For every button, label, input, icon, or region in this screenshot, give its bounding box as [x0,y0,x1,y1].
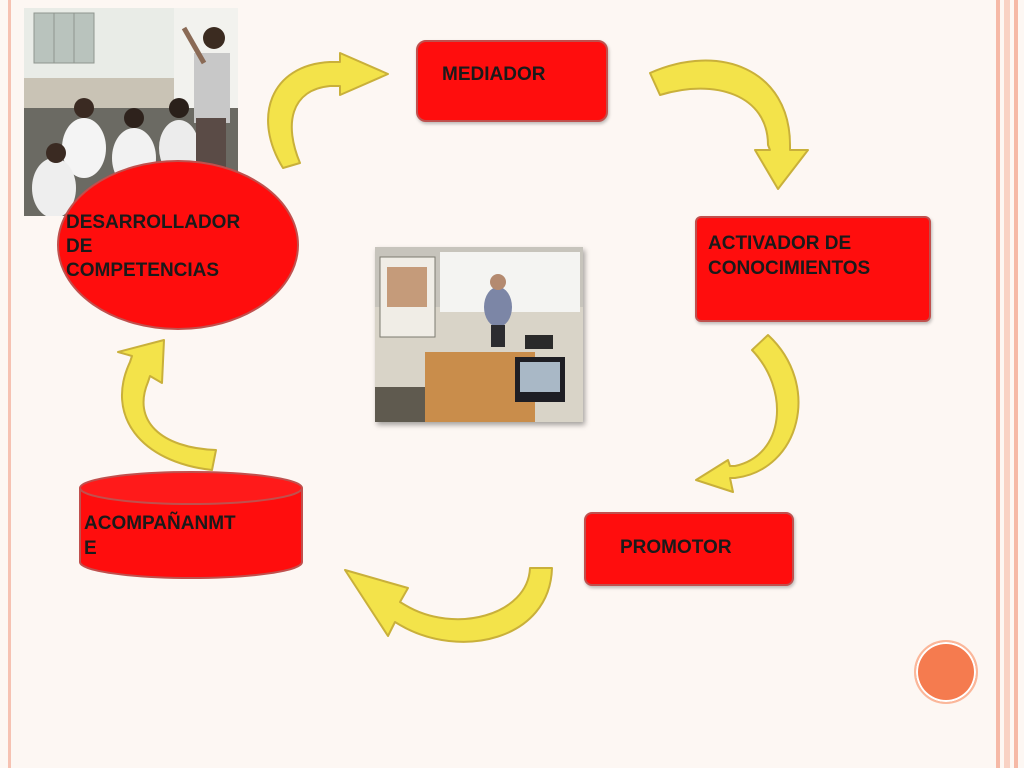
node-mediador [416,40,608,122]
label-activador-line2: CONOCIMIENTOS [708,257,871,279]
node-activador [695,216,931,322]
label-acompanamiento: ACOMPAÑANMT E [84,512,236,561]
right-edge-stripe-inner [1014,0,1018,768]
label-desarrollador-line3: COMPETENCIAS [66,260,220,282]
presentation-photo [375,247,583,422]
arrow-to-desarrollador [117,339,217,471]
label-activador: ACTIVADOR DE CONOCIMIENTOS [708,232,870,281]
arrow-to-acompanamiento [344,567,553,643]
label-acompanamiento-line2: E [84,537,97,559]
label-promotor: PROMOTOR [620,537,732,558]
accent-dot [914,640,978,704]
arrow-to-mediador [267,52,389,169]
label-activador-line1: ACTIVADOR DE [708,233,852,254]
arrow-to-promotor [695,334,800,493]
arrow-to-activador [649,59,809,190]
label-acompanamiento-line1: ACOMPAÑANMT [84,513,236,534]
label-desarrollador: DESARROLLADOR DE COMPETENCIAS [66,211,240,283]
left-edge-stripe [8,0,11,768]
right-edge-stripe-outer [996,0,1000,768]
right-edge-stripe-mid [1004,0,1010,768]
label-desarrollador-line2: DE [66,236,93,258]
label-mediador: MEDIADOR [442,64,546,85]
label-desarrollador-line1: DESARROLLADOR [66,212,241,233]
node-promotor [584,512,794,586]
